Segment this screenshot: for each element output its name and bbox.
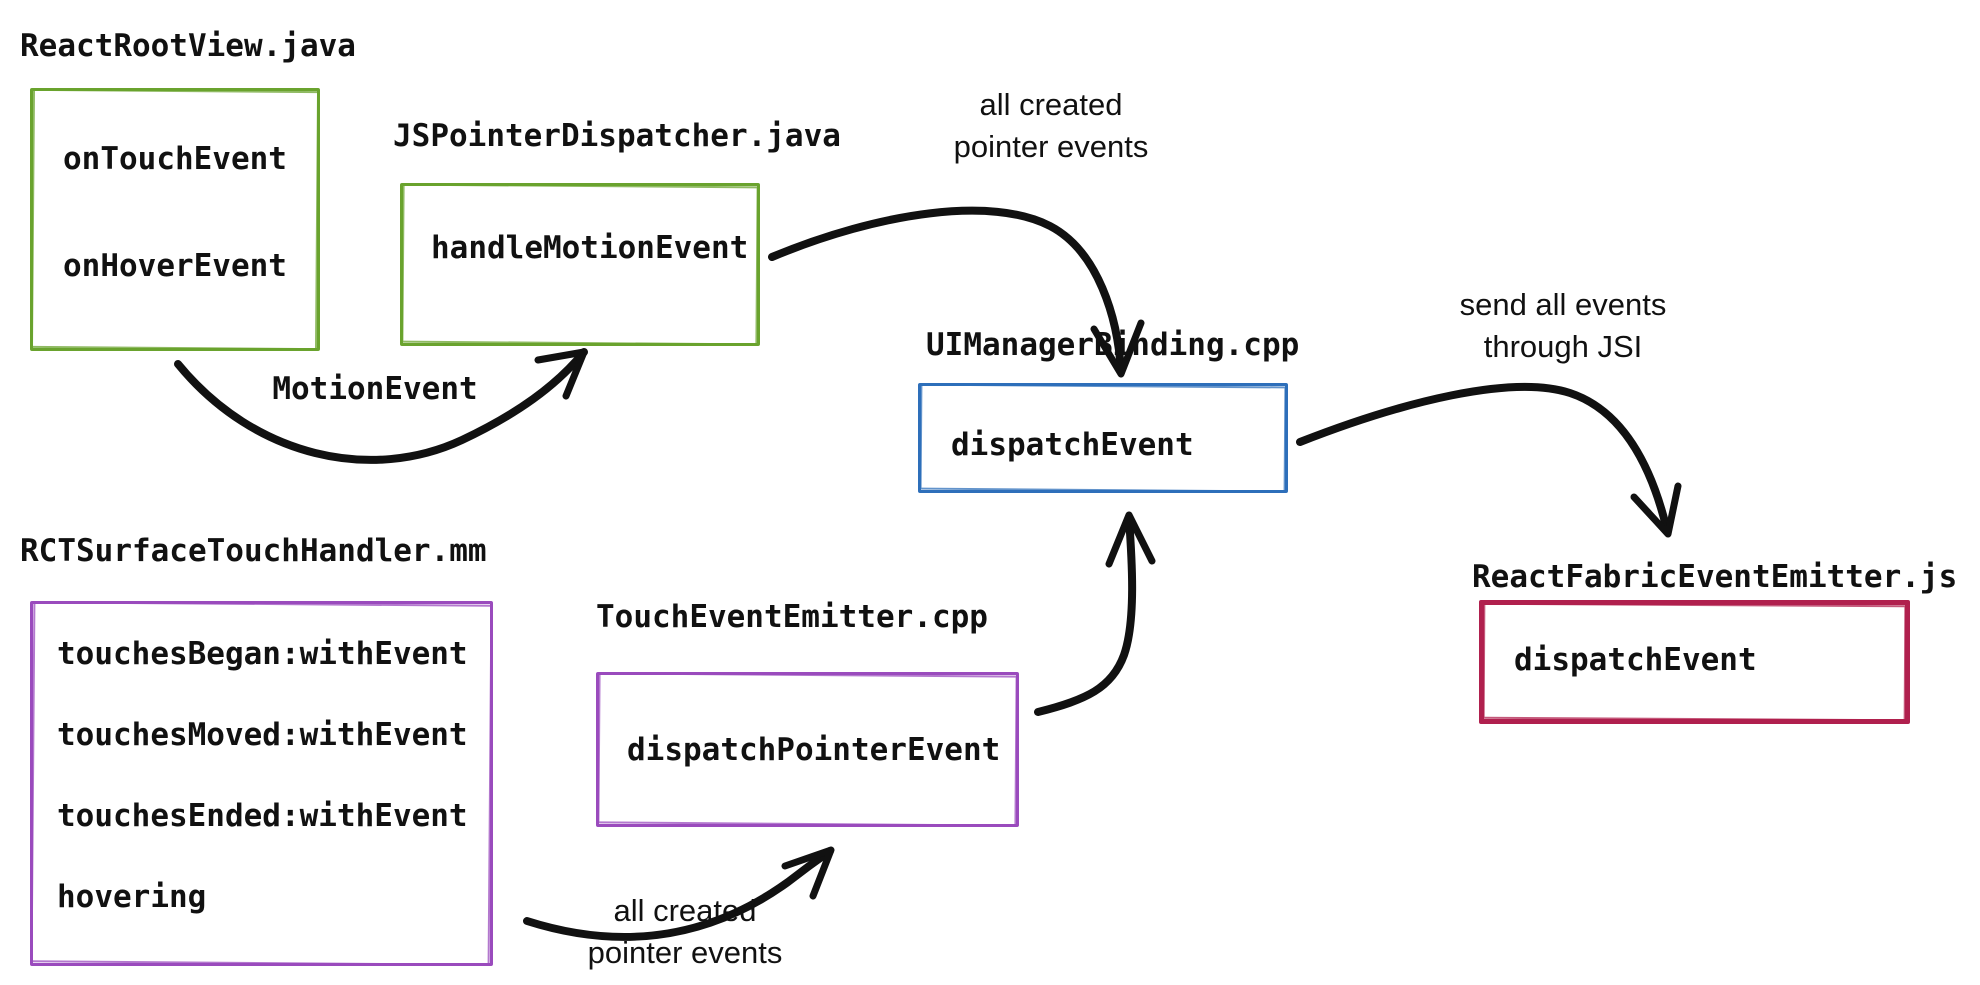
method-dispatch-pointer-event: dispatchPointerEvent [627, 732, 1001, 768]
node-label-js-pointer-dispatcher: JSPointerDispatcher.java [393, 118, 841, 154]
edge-label-send-all-events-through-jsi: send all events through JSI [1460, 284, 1667, 368]
method-on-touch-event: onTouchEvent [63, 141, 287, 177]
method-touches-ended: touchesEnded:withEvent [57, 798, 468, 834]
arrow-send-all-events-through-jsi [1296, 382, 1682, 538]
edge-label-line: through JSI [1483, 329, 1643, 364]
edge-label-line: send all events [1459, 287, 1667, 322]
node-label-ui-manager-binding: UIManagerBinding.cpp [926, 327, 1300, 363]
node-label-rct-surface-touch-handler: RCTSurfaceTouchHandler.mm [20, 533, 487, 569]
method-dispatch-event-js: dispatchEvent [1514, 642, 1757, 678]
edge-label-motion-event: MotionEvent [272, 371, 478, 407]
node-box-react-fabric-event-emitter: dispatchEvent [1479, 600, 1910, 724]
node-box-rct-surface-touch-handler: touchesBegan:withEvent touchesMoved:with… [30, 601, 493, 966]
node-label-react-fabric-event-emitter: ReactFabricEventEmitter.js [1472, 559, 1958, 595]
edge-label-line: all created [613, 893, 757, 928]
edge-label-line: all created [979, 87, 1123, 122]
method-hovering: hovering [57, 879, 207, 915]
method-touches-moved: touchesMoved:withEvent [57, 717, 468, 753]
node-box-react-root-view: onTouchEvent onHoverEvent [30, 88, 320, 351]
node-box-js-pointer-dispatcher: handleMotionEvent [400, 183, 760, 346]
method-dispatch-event-cpp: dispatchEvent [951, 427, 1194, 463]
edge-label-all-created-pointer-events-bottom: all created pointer events [588, 890, 783, 974]
method-handle-motion-event: handleMotionEvent [431, 230, 749, 266]
edge-label-all-created-pointer-events-top: all created pointer events [954, 84, 1149, 168]
edge-label-line: pointer events [587, 935, 783, 970]
arrow-dispatch-pointer-event-to-dispatch-event [1034, 511, 1156, 716]
method-touches-began: touchesBegan:withEvent [57, 636, 468, 672]
node-box-ui-manager-binding: dispatchEvent [918, 383, 1288, 493]
method-on-hover-event: onHoverEvent [63, 248, 287, 284]
node-label-react-root-view: ReactRootView.java [20, 28, 356, 64]
node-box-touch-event-emitter: dispatchPointerEvent [596, 672, 1019, 827]
edge-label-line: pointer events [953, 129, 1149, 164]
node-label-touch-event-emitter: TouchEventEmitter.cpp [596, 599, 988, 635]
